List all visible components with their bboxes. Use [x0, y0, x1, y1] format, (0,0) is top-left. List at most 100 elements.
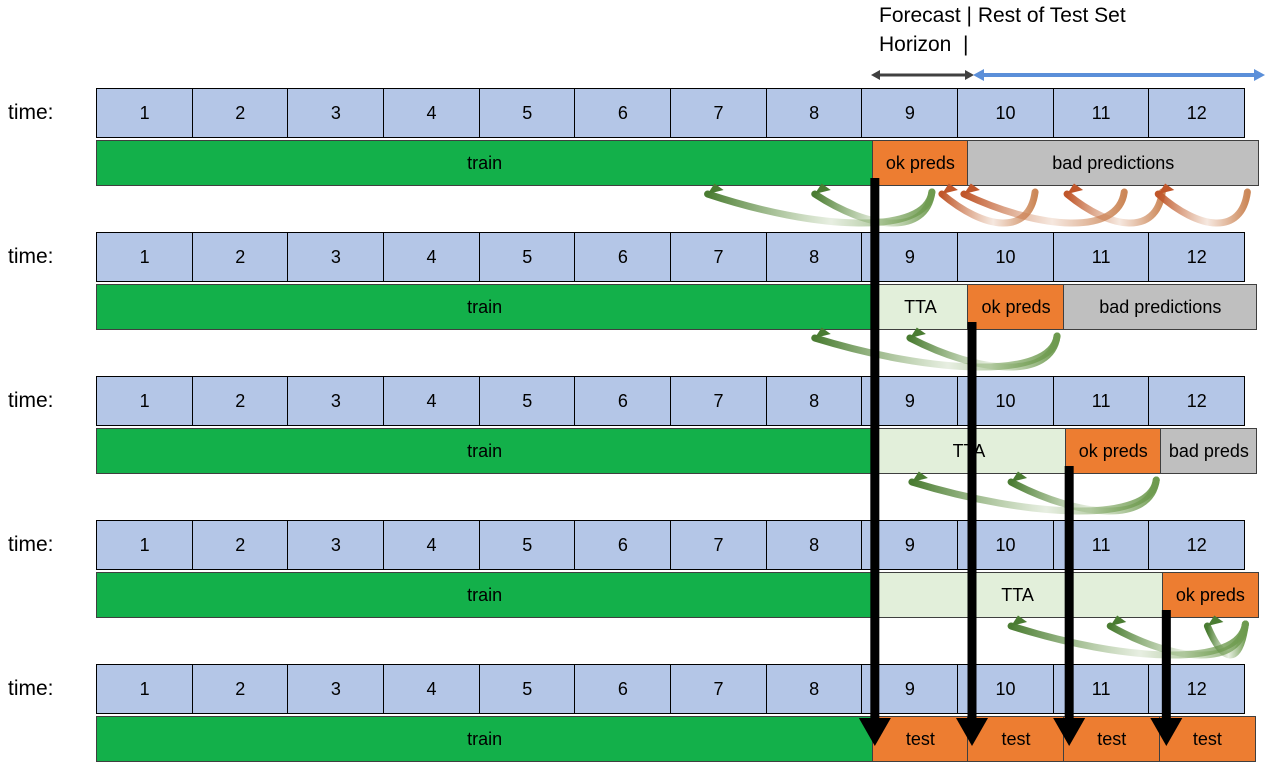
time-cell: 9 — [861, 520, 959, 570]
segment-train: train — [96, 140, 874, 186]
time-axis-label: time: — [8, 533, 54, 556]
time-cell: 11 — [1052, 520, 1150, 570]
segment-test: test — [871, 716, 969, 762]
segment-tta: TTA — [871, 284, 969, 330]
segment-bad: bad preds — [1160, 428, 1258, 474]
time-cell: 10 — [956, 88, 1055, 138]
time-cell: 4 — [382, 88, 481, 138]
time-cell: 5 — [478, 520, 576, 570]
time-cell: 3 — [287, 664, 385, 714]
time-cell: 4 — [382, 664, 481, 714]
time-axis-label: time: — [8, 245, 54, 268]
time-cell: 4 — [382, 520, 481, 570]
segment-tta: TTA — [871, 428, 1067, 474]
feedback-arc-green — [1106, 615, 1249, 659]
feedback-arc-green — [704, 183, 936, 227]
time-cell: 1 — [96, 520, 194, 570]
segment-train: train — [96, 716, 874, 762]
time-cell: 5 — [478, 376, 576, 426]
time-cell: 1 — [96, 664, 194, 714]
segment-bad: bad predictions — [967, 140, 1259, 186]
time-cell: 8 — [765, 664, 863, 714]
time-cell: 6 — [574, 520, 672, 570]
feedback-arc-green — [1007, 471, 1160, 515]
time-cell: 12 — [1148, 664, 1246, 714]
time-cell: 4 — [382, 232, 481, 282]
feedback-arc-green — [906, 327, 1061, 371]
time-cell: 10 — [956, 376, 1055, 426]
time-cell: 1 — [96, 232, 194, 282]
time-cell: 8 — [765, 232, 863, 282]
time-cell: 10 — [956, 520, 1055, 570]
time-cell: 8 — [765, 88, 863, 138]
time-cell: 5 — [478, 88, 576, 138]
time-cell: 11 — [1052, 232, 1150, 282]
time-cell: 4 — [382, 376, 481, 426]
segment-train: train — [96, 572, 874, 618]
time-cell: 8 — [765, 520, 863, 570]
time-cell: 9 — [861, 664, 959, 714]
time-cell: 2 — [191, 664, 289, 714]
feedback-arc-orange — [1063, 183, 1166, 227]
segment-ok: ok preds — [871, 140, 969, 186]
segment-ok: ok preds — [1161, 572, 1259, 618]
time-cell: 6 — [574, 232, 672, 282]
time-cell: 3 — [287, 88, 385, 138]
segment-test: test — [1158, 716, 1256, 762]
time-cell: 11 — [1052, 664, 1150, 714]
time-cell: 5 — [478, 232, 576, 282]
segment-tta: TTA — [871, 572, 1164, 618]
time-cell: 12 — [1148, 232, 1246, 282]
segment-train: train — [96, 284, 874, 330]
time-cell: 6 — [574, 88, 672, 138]
time-cell: 7 — [669, 664, 768, 714]
segment-bad: bad predictions — [1063, 284, 1258, 330]
segment-train: train — [96, 428, 874, 474]
feedback-arc-orange — [960, 183, 1128, 227]
time-axis-label: time: — [8, 677, 54, 700]
segment-ok: ok preds — [1064, 428, 1162, 474]
time-cell: 6 — [574, 376, 672, 426]
feedback-arc-green — [1007, 615, 1249, 659]
feedback-arc-green — [908, 471, 1160, 515]
time-cell: 1 — [96, 88, 194, 138]
feedback-arc-green — [811, 183, 936, 227]
time-cell: 7 — [669, 520, 768, 570]
time-cell: 10 — [956, 232, 1055, 282]
feedback-arc-orange — [938, 183, 1039, 227]
time-axis-label: time: — [8, 101, 54, 124]
time-cell: 2 — [191, 88, 289, 138]
time-cell: 3 — [287, 232, 385, 282]
time-cell: 12 — [1148, 520, 1246, 570]
time-cell: 2 — [191, 520, 289, 570]
time-cell: 12 — [1148, 88, 1246, 138]
time-cell: 2 — [191, 376, 289, 426]
segment-ok: ok preds — [967, 284, 1065, 330]
forecast-horizon-header-line2: Horizon | — [879, 33, 969, 56]
time-axis-label: time: — [8, 389, 54, 412]
feedback-arc-green — [1203, 615, 1249, 659]
segment-test: test — [1063, 716, 1161, 762]
time-cell: 9 — [861, 376, 959, 426]
time-cell: 2 — [191, 232, 289, 282]
time-cell: 11 — [1052, 88, 1150, 138]
forecast-horizon-header-line1: Forecast | Rest of Test Set — [879, 4, 1126, 27]
feedback-arc-orange — [1154, 183, 1251, 227]
time-cell: 7 — [669, 232, 768, 282]
feedback-arc-green — [811, 327, 1061, 371]
time-cell: 7 — [669, 88, 768, 138]
time-cell: 3 — [287, 520, 385, 570]
time-cell: 9 — [861, 88, 959, 138]
time-cell: 6 — [574, 664, 672, 714]
time-cell: 3 — [287, 376, 385, 426]
